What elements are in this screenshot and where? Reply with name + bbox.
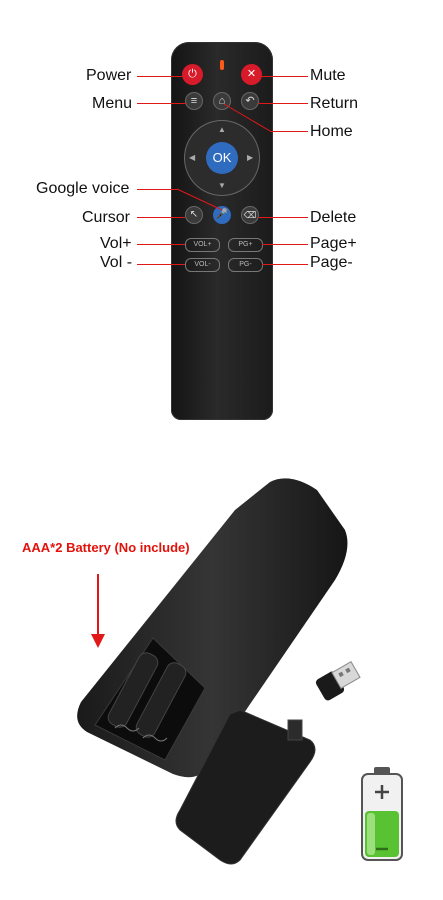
- remote-back-illustration: [77, 478, 348, 778]
- label-return: Return: [310, 95, 359, 112]
- battery-icon: [361, 767, 403, 861]
- callout-line-page-minus: [262, 264, 308, 265]
- power-button[interactable]: ⏻: [182, 64, 203, 85]
- callout-line-vol-minus: [137, 264, 185, 265]
- ok-button[interactable]: OK: [206, 142, 238, 174]
- cursor-button[interactable]: ↖: [185, 206, 203, 224]
- callout-line-vol-plus: [137, 244, 185, 245]
- label-menu: Menu: [92, 95, 133, 112]
- callout-line-menu: [137, 103, 186, 104]
- menu-button[interactable]: ≡: [185, 92, 203, 110]
- callout-line-voice: [137, 189, 177, 190]
- page-plus-button[interactable]: PG+: [228, 238, 263, 252]
- label-page-plus: Page+: [310, 235, 357, 252]
- battery-note: AAA*2 Battery (No include): [22, 540, 190, 555]
- indicator-led: [220, 60, 224, 70]
- usb-receiver-illustration: [315, 661, 361, 701]
- remote-control: ⏻ ✕ ≡ ⌂ ↶ ▲ ▼ ◀ ▶ OK ↖ 🎤 ⌫ VOL+ PG+ VOL-…: [171, 42, 273, 420]
- label-delete: Delete: [310, 209, 357, 226]
- dpad-down-icon[interactable]: ▼: [218, 181, 226, 190]
- down-arrow-icon: [91, 574, 105, 648]
- label-mute: Mute: [310, 67, 346, 84]
- google-voice-button[interactable]: 🎤: [213, 206, 231, 224]
- callout-line-power: [137, 76, 183, 77]
- delete-button[interactable]: ⌫: [241, 206, 259, 224]
- label-cursor: Cursor: [82, 209, 131, 226]
- callout-line-home-diagonal: [223, 103, 271, 132]
- callout-line-home: [270, 131, 308, 132]
- dpad-up-icon[interactable]: ▲: [218, 125, 226, 134]
- label-power: Power: [86, 67, 132, 84]
- callout-line-delete: [258, 217, 308, 218]
- callout-line-return: [258, 103, 308, 104]
- page-minus-button[interactable]: PG-: [228, 258, 263, 272]
- return-button[interactable]: ↶: [241, 92, 259, 110]
- battery-cover-illustration: [175, 709, 316, 865]
- vol-plus-button[interactable]: VOL+: [185, 238, 220, 252]
- callout-line-voice-diagonal: [176, 188, 223, 211]
- callout-line-mute: [260, 76, 308, 77]
- callout-line-cursor: [137, 217, 185, 218]
- dpad-right-icon[interactable]: ▶: [247, 153, 254, 162]
- callout-line-page-plus: [262, 244, 308, 245]
- dpad-ring[interactable]: ▲ ▼ ◀ ▶ OK: [184, 120, 260, 196]
- vol-minus-button[interactable]: VOL-: [185, 258, 220, 272]
- label-home: Home: [310, 123, 353, 140]
- dpad-left-icon[interactable]: ◀: [189, 153, 196, 162]
- label-vol-plus: Vol+: [100, 235, 132, 252]
- label-vol-minus: Vol -: [100, 254, 133, 271]
- mute-button[interactable]: ✕: [241, 64, 262, 85]
- label-page-minus: Page-: [310, 254, 353, 271]
- label-google-voice: Google voice: [36, 180, 130, 197]
